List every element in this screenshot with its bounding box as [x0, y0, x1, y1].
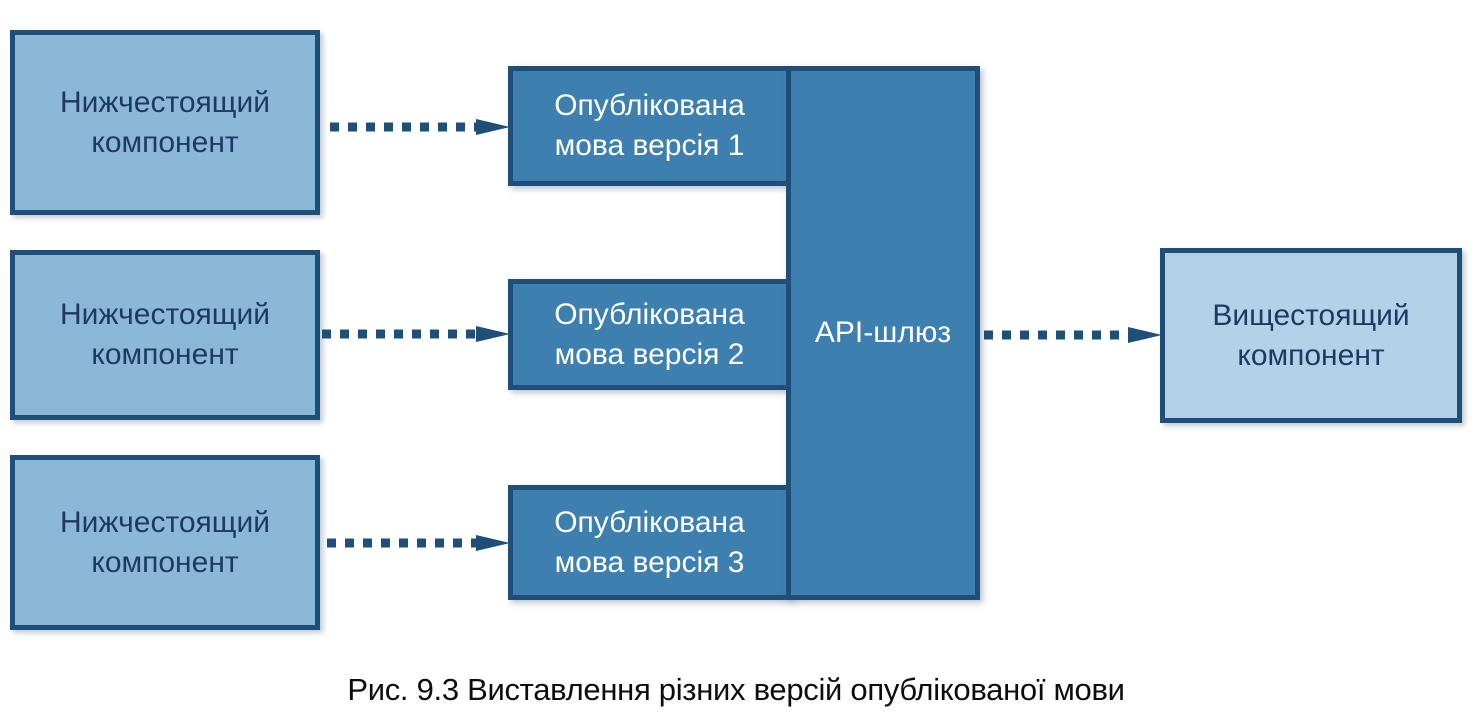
published-language-label-1: Опублікована мова версія 1 [554, 89, 745, 162]
figure-caption: Рис. 9.3 Виставлення різних версій опубл… [347, 672, 1125, 707]
published-language-box-3[interactable]: Опублікована мова версія 3 [508, 485, 791, 600]
arrow-downstream-2-to-published-2 [322, 326, 510, 342]
upstream-component-box[interactable]: Вищестоящий компонент [1160, 248, 1462, 423]
downstream-component-box-2[interactable]: Нижчестоящий компонент [10, 250, 320, 420]
upstream-component-label: Вищестоящий компонент [1212, 298, 1410, 372]
downstream-component-label-2: Нижчестоящий компонент [60, 298, 270, 371]
published-language-label-3: Опублікована мова версія 3 [554, 505, 745, 579]
published-language-box-1[interactable]: Опублікована мова версія 1 [508, 66, 791, 186]
arrow-gateway-to-upstream [984, 327, 1162, 343]
arrow-downstream-3-to-published-3 [327, 535, 510, 551]
downstream-component-label-1: Нижчестоящий компонент [60, 85, 270, 159]
published-language-box-2[interactable]: Опублікована мова версія 2 [508, 279, 791, 390]
published-language-label-2: Опублікована мова версія 2 [554, 297, 745, 371]
downstream-component-label-3: Нижчестоящий компонент [60, 505, 270, 579]
api-gateway-box[interactable]: API-шлюз [786, 66, 980, 600]
downstream-component-box-1[interactable]: Нижчестоящий компонент [10, 30, 320, 215]
downstream-component-box-3[interactable]: Нижчестоящий компонент [10, 455, 320, 630]
arrow-downstream-1-to-published-1 [330, 119, 510, 135]
api-gateway-label: API-шлюз [814, 316, 952, 349]
